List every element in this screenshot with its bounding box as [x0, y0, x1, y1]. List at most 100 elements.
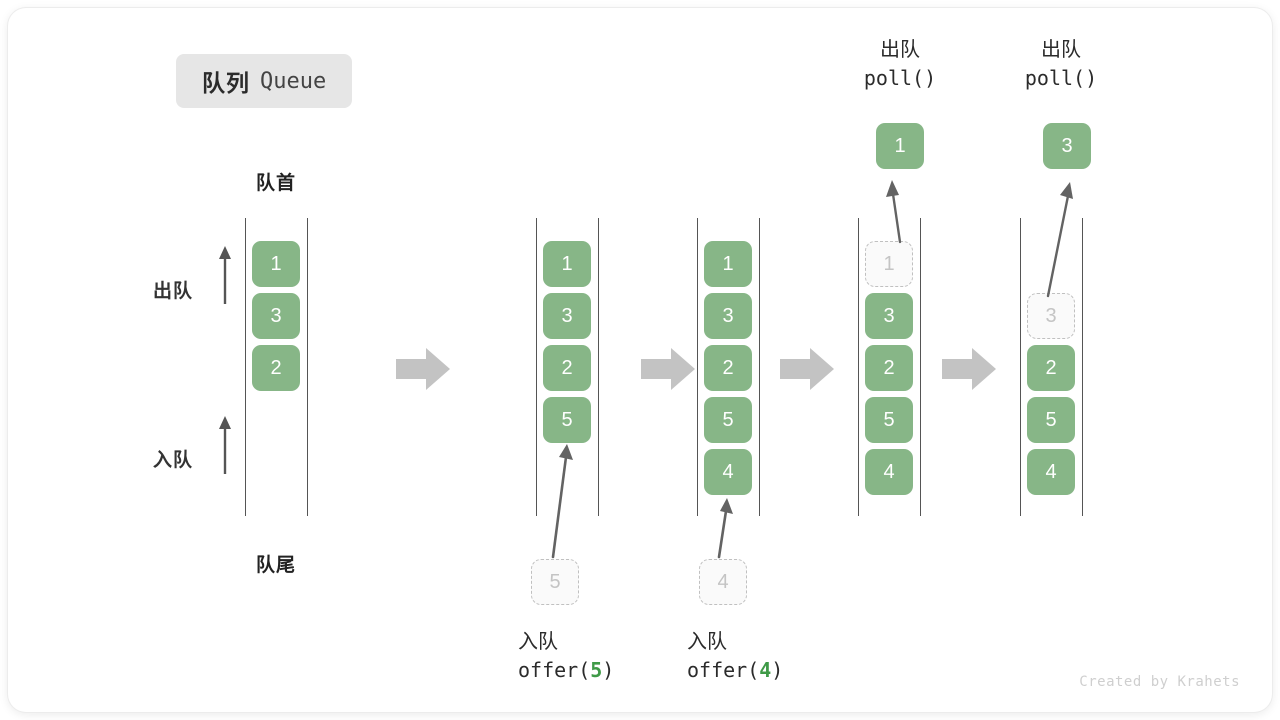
queue-column-after-offer-5: 1 3 2 5: [536, 218, 599, 516]
transition-arrow-icon: [641, 346, 697, 392]
queue-rail-right: [920, 218, 921, 516]
offer-4-code-suffix: ): [771, 658, 784, 683]
transition-arrow-icon: [942, 346, 998, 392]
queue-column-initial: 1 3 2: [245, 218, 308, 516]
enqueue-side-label: 入队: [153, 450, 194, 471]
queue-slot: 3: [865, 293, 913, 339]
queue-cell: 2: [865, 345, 913, 391]
queue-rail-left: [1020, 218, 1021, 516]
diagram-card: 队列 Queue 队首 队尾 出队 入队 1: [8, 8, 1272, 712]
queue-slot: 2: [704, 345, 752, 391]
offer-4-code-prefix: offer(: [687, 658, 760, 683]
offer-5-code-arg: 5: [590, 658, 603, 683]
offer-5-caption: 入队 offer(5): [518, 628, 614, 685]
queue-cell: 3: [704, 293, 752, 339]
queue-cell: 5: [865, 397, 913, 443]
title-en: Queue: [260, 68, 327, 94]
queue-slot: 3: [543, 293, 591, 339]
queue-cell: 2: [1027, 345, 1075, 391]
transition-arrow-icon: [396, 346, 452, 392]
queue-slot: 3: [1027, 293, 1075, 339]
queue-slot: 1: [865, 241, 913, 287]
queue-rail-left: [245, 218, 246, 516]
queue-slot: 5: [1027, 397, 1075, 443]
poll-3-extract-arrow-icon: [1034, 176, 1082, 298]
pending-value: 5: [531, 559, 579, 605]
queue-column-poll-1: 1 3 2 5 4: [858, 218, 921, 516]
queue-cell: 1: [252, 241, 300, 287]
queue-cell-removed: 1: [865, 241, 913, 287]
title-badge: 队列 Queue: [176, 54, 353, 108]
queue-slot: 1: [252, 241, 300, 287]
offer-4-pending-box: 4: [699, 559, 747, 605]
queue-column-poll-3: 3 2 5 4: [1020, 218, 1083, 516]
queue-slot: 2: [252, 345, 300, 391]
offer-4-code: offer(4): [687, 656, 783, 684]
offer-4-caption: 入队 offer(4): [687, 628, 783, 685]
queue-rail-right: [307, 218, 308, 516]
offer-5-insert-arrow-icon: [544, 441, 584, 559]
dequeue-side-label: 出队: [153, 281, 194, 302]
queue-column-after-offer-4: 1 3 2 5 4: [697, 218, 760, 516]
queue-slot: 5: [704, 397, 752, 443]
poll-3-label: 出队: [1041, 39, 1081, 61]
offer-4-insert-arrow-icon: [711, 495, 745, 559]
queue-slot: 5: [865, 397, 913, 443]
queue-slot: 4: [1027, 449, 1075, 495]
popped-value: 3: [1043, 123, 1091, 169]
offer-4-code-arg: 4: [759, 658, 772, 683]
queue-slot: 3: [252, 293, 300, 339]
queue-cell: 5: [1027, 397, 1075, 443]
pending-value: 4: [699, 559, 747, 605]
queue-cell: 2: [704, 345, 752, 391]
queue-cell: 3: [865, 293, 913, 339]
queue-rail-right: [759, 218, 760, 516]
transition-arrow-icon: [780, 346, 836, 392]
popped-value: 1: [876, 123, 924, 169]
queue-rail-left: [536, 218, 537, 516]
queue-slot: 1: [704, 241, 752, 287]
enqueue-direction-arrow-icon: [214, 414, 236, 476]
offer-5-pending-box: 5: [531, 559, 579, 605]
queue-cell: 1: [704, 241, 752, 287]
title-cn: 队列: [202, 70, 250, 96]
queue-rail-left: [697, 218, 698, 516]
queue-slot: 2: [865, 345, 913, 391]
queue-cell-removed: 3: [1027, 293, 1075, 339]
queue-cell: 3: [252, 293, 300, 339]
poll-1-popped-box: 1: [876, 123, 924, 169]
offer-4-label: 入队: [687, 631, 727, 653]
offer-5-code-prefix: offer(: [518, 658, 591, 683]
queue-tail-label: 队尾: [255, 555, 296, 576]
poll-3-caption: 出队 poll(): [991, 36, 1131, 93]
queue-slot: 2: [543, 345, 591, 391]
offer-5-code: offer(5): [518, 656, 614, 684]
queue-slot: 5: [543, 397, 591, 443]
queue-cell: 2: [543, 345, 591, 391]
watermark-credit: Created by Krahets: [1079, 674, 1240, 690]
dequeue-direction-arrow-icon: [214, 244, 236, 306]
queue-slot: 1: [543, 241, 591, 287]
queue-cell: 4: [704, 449, 752, 495]
poll-1-code: poll(): [863, 66, 937, 91]
queue-cell: 2: [252, 345, 300, 391]
poll-3-code: poll(): [1024, 66, 1098, 91]
queue-rail-left: [858, 218, 859, 516]
offer-5-code-suffix: ): [602, 658, 615, 683]
queue-cell: 1: [543, 241, 591, 287]
queue-slot: 4: [704, 449, 752, 495]
queue-slot: 3: [704, 293, 752, 339]
poll-1-label: 出队: [880, 39, 920, 61]
offer-5-label: 入队: [518, 631, 558, 653]
queue-slot: 2: [1027, 345, 1075, 391]
queue-cell: 4: [1027, 449, 1075, 495]
queue-cell: 5: [543, 397, 591, 443]
queue-head-label: 队首: [255, 173, 296, 194]
queue-cell: 4: [865, 449, 913, 495]
poll-1-caption: 出队 poll(): [830, 36, 970, 93]
queue-rail-right: [598, 218, 599, 516]
poll-1-extract-arrow-icon: [876, 176, 912, 244]
poll-3-popped-box: 3: [1043, 123, 1091, 169]
queue-rail-right: [1082, 218, 1083, 516]
